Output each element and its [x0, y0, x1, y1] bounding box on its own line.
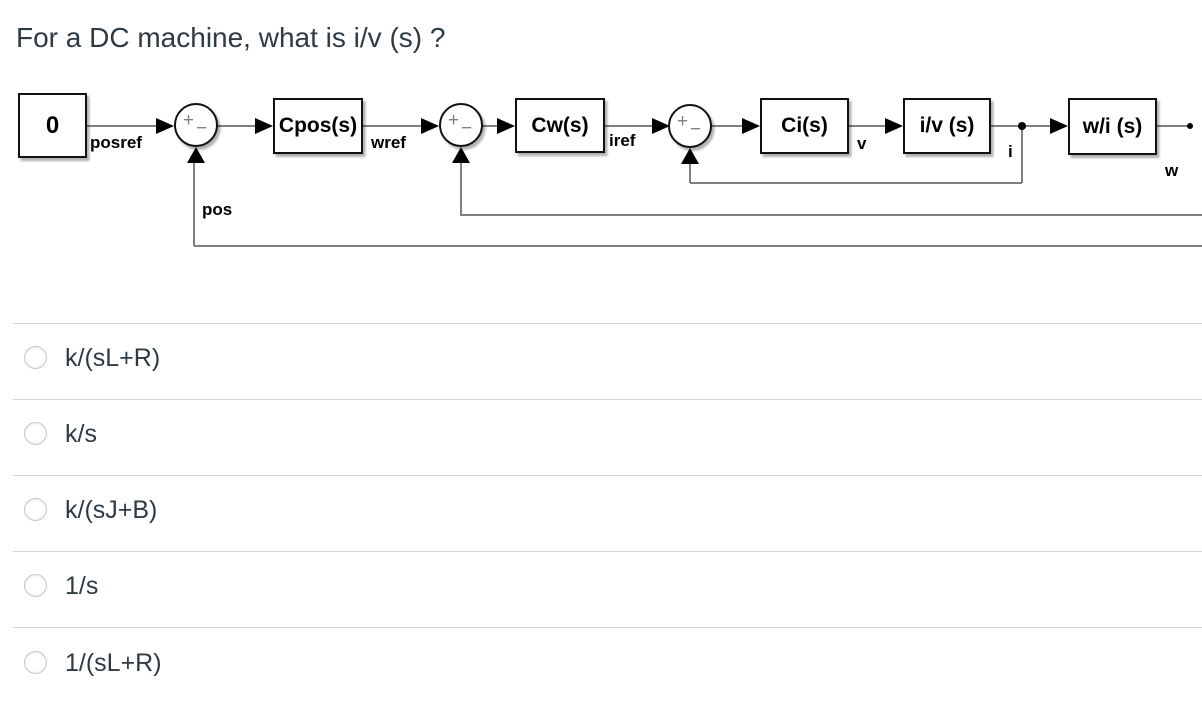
minus-sign: −: [196, 118, 208, 139]
plus-sign: +: [183, 110, 195, 131]
signal-label-pos: pos: [202, 200, 233, 219]
minus-sign: −: [461, 118, 473, 139]
radio-button[interactable]: [24, 574, 47, 597]
feedback-line-current: [1021, 126, 1023, 183]
divider: [13, 323, 1202, 324]
block-label: 0: [45, 111, 60, 139]
sum-junction-current: + −: [668, 104, 712, 148]
signal-line: [1157, 125, 1190, 127]
signal-line: [605, 125, 653, 127]
signal-label-i: i: [1008, 142, 1013, 161]
block-label: Ci(s): [781, 114, 828, 137]
arrowhead-icon: [885, 118, 903, 134]
signal-label-wref: wref: [371, 133, 406, 152]
feedback-line-speed: [460, 214, 1202, 216]
arrowhead-icon: [255, 118, 273, 134]
arrowhead-icon: [681, 148, 699, 164]
radio-button[interactable]: [24, 346, 47, 369]
plus-sign: +: [448, 110, 460, 131]
feedback-line-current: [689, 163, 691, 183]
arrowhead-icon: [497, 118, 515, 134]
radio-button[interactable]: [24, 422, 47, 445]
signal-label-v: v: [857, 134, 867, 153]
line-end-dot: [1187, 123, 1193, 129]
block-cw: Cw(s): [515, 98, 605, 153]
block-wi: w/i (s): [1068, 98, 1157, 155]
answer-option-label[interactable]: k/(sL+R): [65, 344, 161, 372]
block-label: i/v (s): [919, 114, 975, 137]
feedback-line-speed: [460, 162, 462, 215]
sum-junction-speed: + −: [439, 103, 483, 147]
block-label: w/i (s): [1082, 114, 1143, 138]
answer-option-label[interactable]: 1/(sL+R): [65, 649, 162, 677]
arrowhead-icon: [187, 147, 205, 163]
signal-label-w: w: [1165, 161, 1179, 180]
block-iv: i/v (s): [903, 98, 991, 154]
feedback-line-current: [690, 182, 1022, 184]
signal-line: [849, 125, 886, 127]
arrowhead-icon: [1050, 118, 1068, 134]
block-ci: Ci(s): [760, 98, 849, 154]
arrowhead-icon: [156, 118, 174, 134]
plus-sign: +: [677, 111, 689, 132]
signal-line: [483, 125, 498, 127]
divider: [13, 399, 1202, 400]
divider: [13, 627, 1202, 628]
arrowhead-icon: [421, 118, 439, 134]
signal-label-posref: posref: [90, 133, 142, 152]
sum-junction-position: + −: [174, 103, 218, 147]
question-title: For a DC machine, what is i/v (s) ?: [16, 22, 446, 53]
answer-option-label[interactable]: 1/s: [65, 572, 99, 600]
signal-label-iref: iref: [609, 131, 636, 150]
minus-sign: −: [690, 119, 702, 140]
radio-button[interactable]: [24, 498, 47, 521]
block-cpos: Cpos(s): [273, 98, 363, 154]
branch-dot: [1018, 122, 1026, 130]
radio-button[interactable]: [24, 651, 47, 674]
block-constant-zero: 0: [18, 93, 87, 158]
block-label: Cpos(s): [278, 114, 358, 137]
divider: [13, 551, 1202, 552]
signal-line: [363, 125, 422, 127]
feedback-line-position: [194, 245, 1202, 247]
divider: [13, 475, 1202, 476]
feedback-line-position: [193, 162, 195, 246]
signal-line: [712, 125, 743, 127]
block-label: Cw(s): [531, 113, 589, 137]
arrowhead-icon: [452, 147, 470, 163]
answer-option-label[interactable]: k/s: [65, 420, 97, 448]
signal-line: [87, 125, 157, 127]
answer-option-label[interactable]: k/(sJ+B): [65, 496, 158, 524]
signal-line: [218, 125, 256, 127]
arrowhead-icon: [652, 118, 670, 134]
arrowhead-icon: [742, 118, 760, 134]
